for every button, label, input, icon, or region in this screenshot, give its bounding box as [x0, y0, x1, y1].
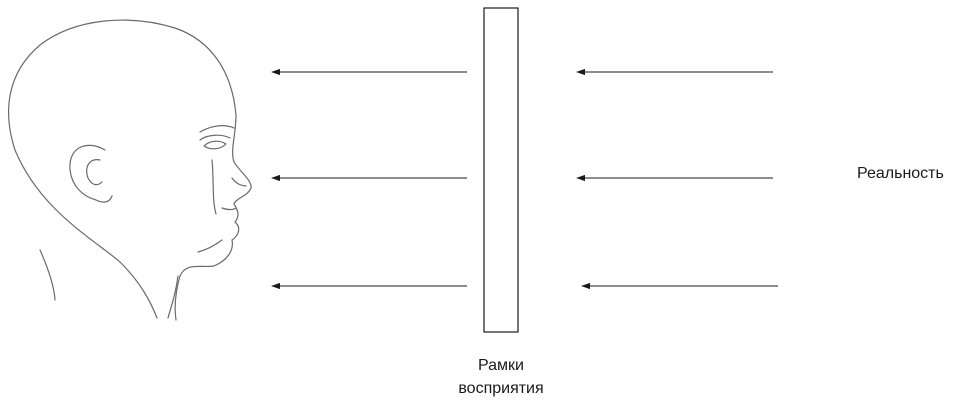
human-head-profile-icon: [7, 19, 252, 321]
reality-label: Реальность: [857, 165, 944, 182]
frame-label-line2: восприятия: [458, 380, 543, 397]
frame-label-line1: Рамки: [478, 357, 524, 374]
perception-frame: [483, 7, 519, 333]
